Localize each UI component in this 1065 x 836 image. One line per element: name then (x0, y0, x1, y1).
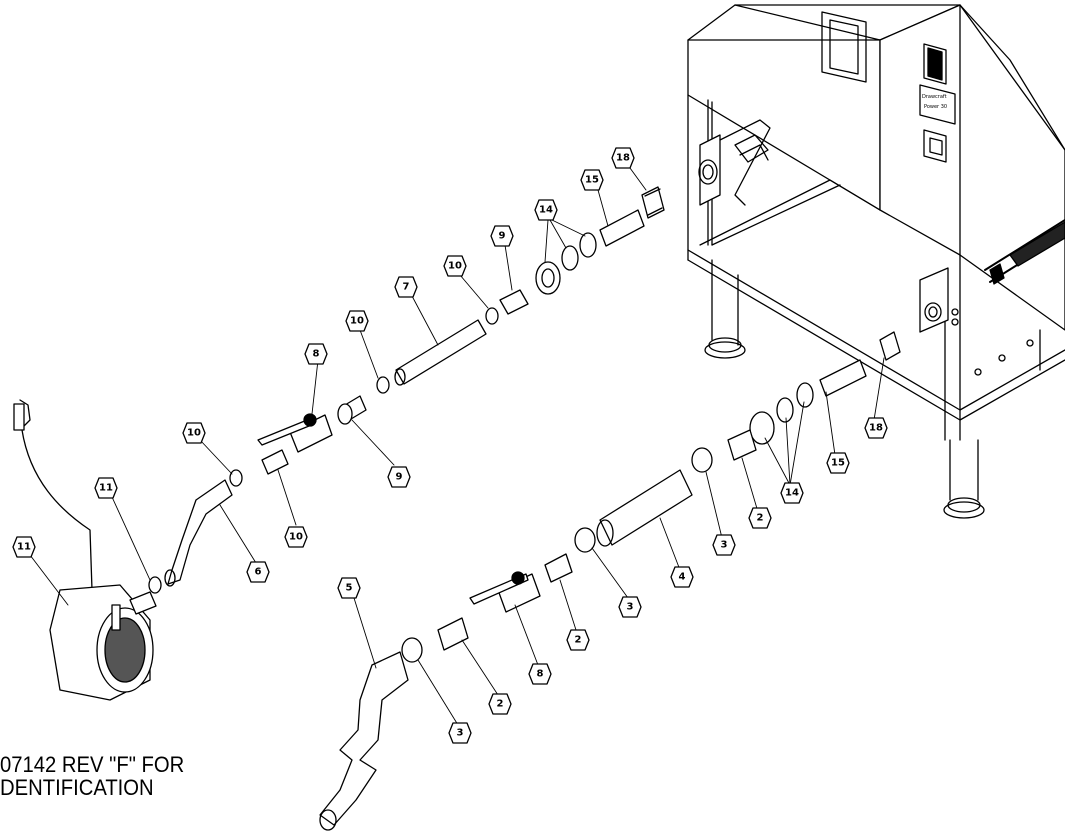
callout-bubbles: 18 15 14 9 10 7 10 8 (12, 147, 888, 744)
callout-6: 6 (246, 561, 270, 583)
callout-number: 15 (585, 175, 599, 186)
callout-number: 2 (497, 699, 504, 710)
callout-number: 10 (187, 428, 201, 439)
callout-number: 8 (537, 669, 544, 680)
callout-number: 3 (457, 728, 464, 739)
note-line-2: DENTIFICATION (0, 775, 154, 800)
callout-number: 4 (679, 572, 686, 583)
callout-number: 6 (255, 567, 262, 578)
callout-9-upper: 9 (490, 225, 514, 247)
callout-number: 10 (289, 532, 303, 543)
callout-18-lower: 18 (864, 417, 888, 439)
callout-number: 9 (499, 231, 506, 242)
lower-hose-assembly (319, 331, 901, 831)
callout-5: 5 (337, 577, 361, 599)
callout-number: 3 (627, 602, 634, 613)
callout-2-upper: 2 (748, 507, 772, 529)
callout-number-11: 11 (17, 542, 31, 553)
callout-9-mid: 9 (387, 466, 411, 488)
callout-3-lower: 3 (448, 722, 472, 744)
callout-number: 10 (448, 261, 462, 272)
upper-hose-assembly (148, 186, 665, 594)
callout-10-mid: 10 (345, 310, 369, 332)
callout-number: 9 (396, 472, 403, 483)
leader-lines (29, 167, 885, 726)
note-line-1: 07142 REV "F" FOR (0, 752, 185, 777)
callout-10-upper: 10 (443, 255, 467, 277)
callout-15-upper: 15 (580, 169, 604, 191)
callout-8-upper: 8 (304, 343, 328, 365)
callout-number: 18 (616, 153, 630, 164)
callout-number: 18 (869, 423, 883, 434)
callout-number: 15 (831, 458, 845, 469)
callout-number: 5 (346, 583, 353, 594)
pump-motor (13, 399, 157, 701)
callout-9-lower: 10 (284, 526, 308, 548)
callout-3-upper: 3 (712, 534, 736, 556)
callout-2-lower: 2 (488, 693, 512, 715)
panel-label-line2: Power 30 (924, 104, 947, 110)
callout-11: 11 11 (12, 536, 36, 558)
panel-label-line1: Drawcraft (922, 94, 947, 100)
callout-18-upper: 18 (611, 147, 635, 169)
callout-number: 14 (785, 488, 799, 499)
callout-number: 11 (99, 483, 113, 494)
callout-number: 2 (757, 513, 764, 524)
callout-8-lower: 8 (528, 663, 552, 685)
callout-number: 8 (313, 349, 320, 360)
machine-cabinet: Drawcraft Power 30 (687, 4, 1065, 519)
callout-3-mid: 3 (618, 596, 642, 618)
callout-10-left: 10 (182, 422, 206, 444)
callout-number: 7 (403, 282, 410, 293)
callout-2-mid: 2 (566, 629, 590, 651)
callout-14-upper: 14 (534, 199, 558, 221)
callout-number: 2 (575, 635, 582, 646)
callout-7: 7 (394, 276, 418, 298)
callout-15-lower: 15 (826, 452, 850, 474)
callout-4: 4 (670, 566, 694, 588)
callout-number: 10 (350, 316, 364, 327)
callout-number: 14 (539, 205, 553, 216)
callout-14-lower: 14 (780, 482, 804, 504)
callout-number: 3 (721, 540, 728, 551)
callout-10-pump: 11 (94, 477, 118, 499)
